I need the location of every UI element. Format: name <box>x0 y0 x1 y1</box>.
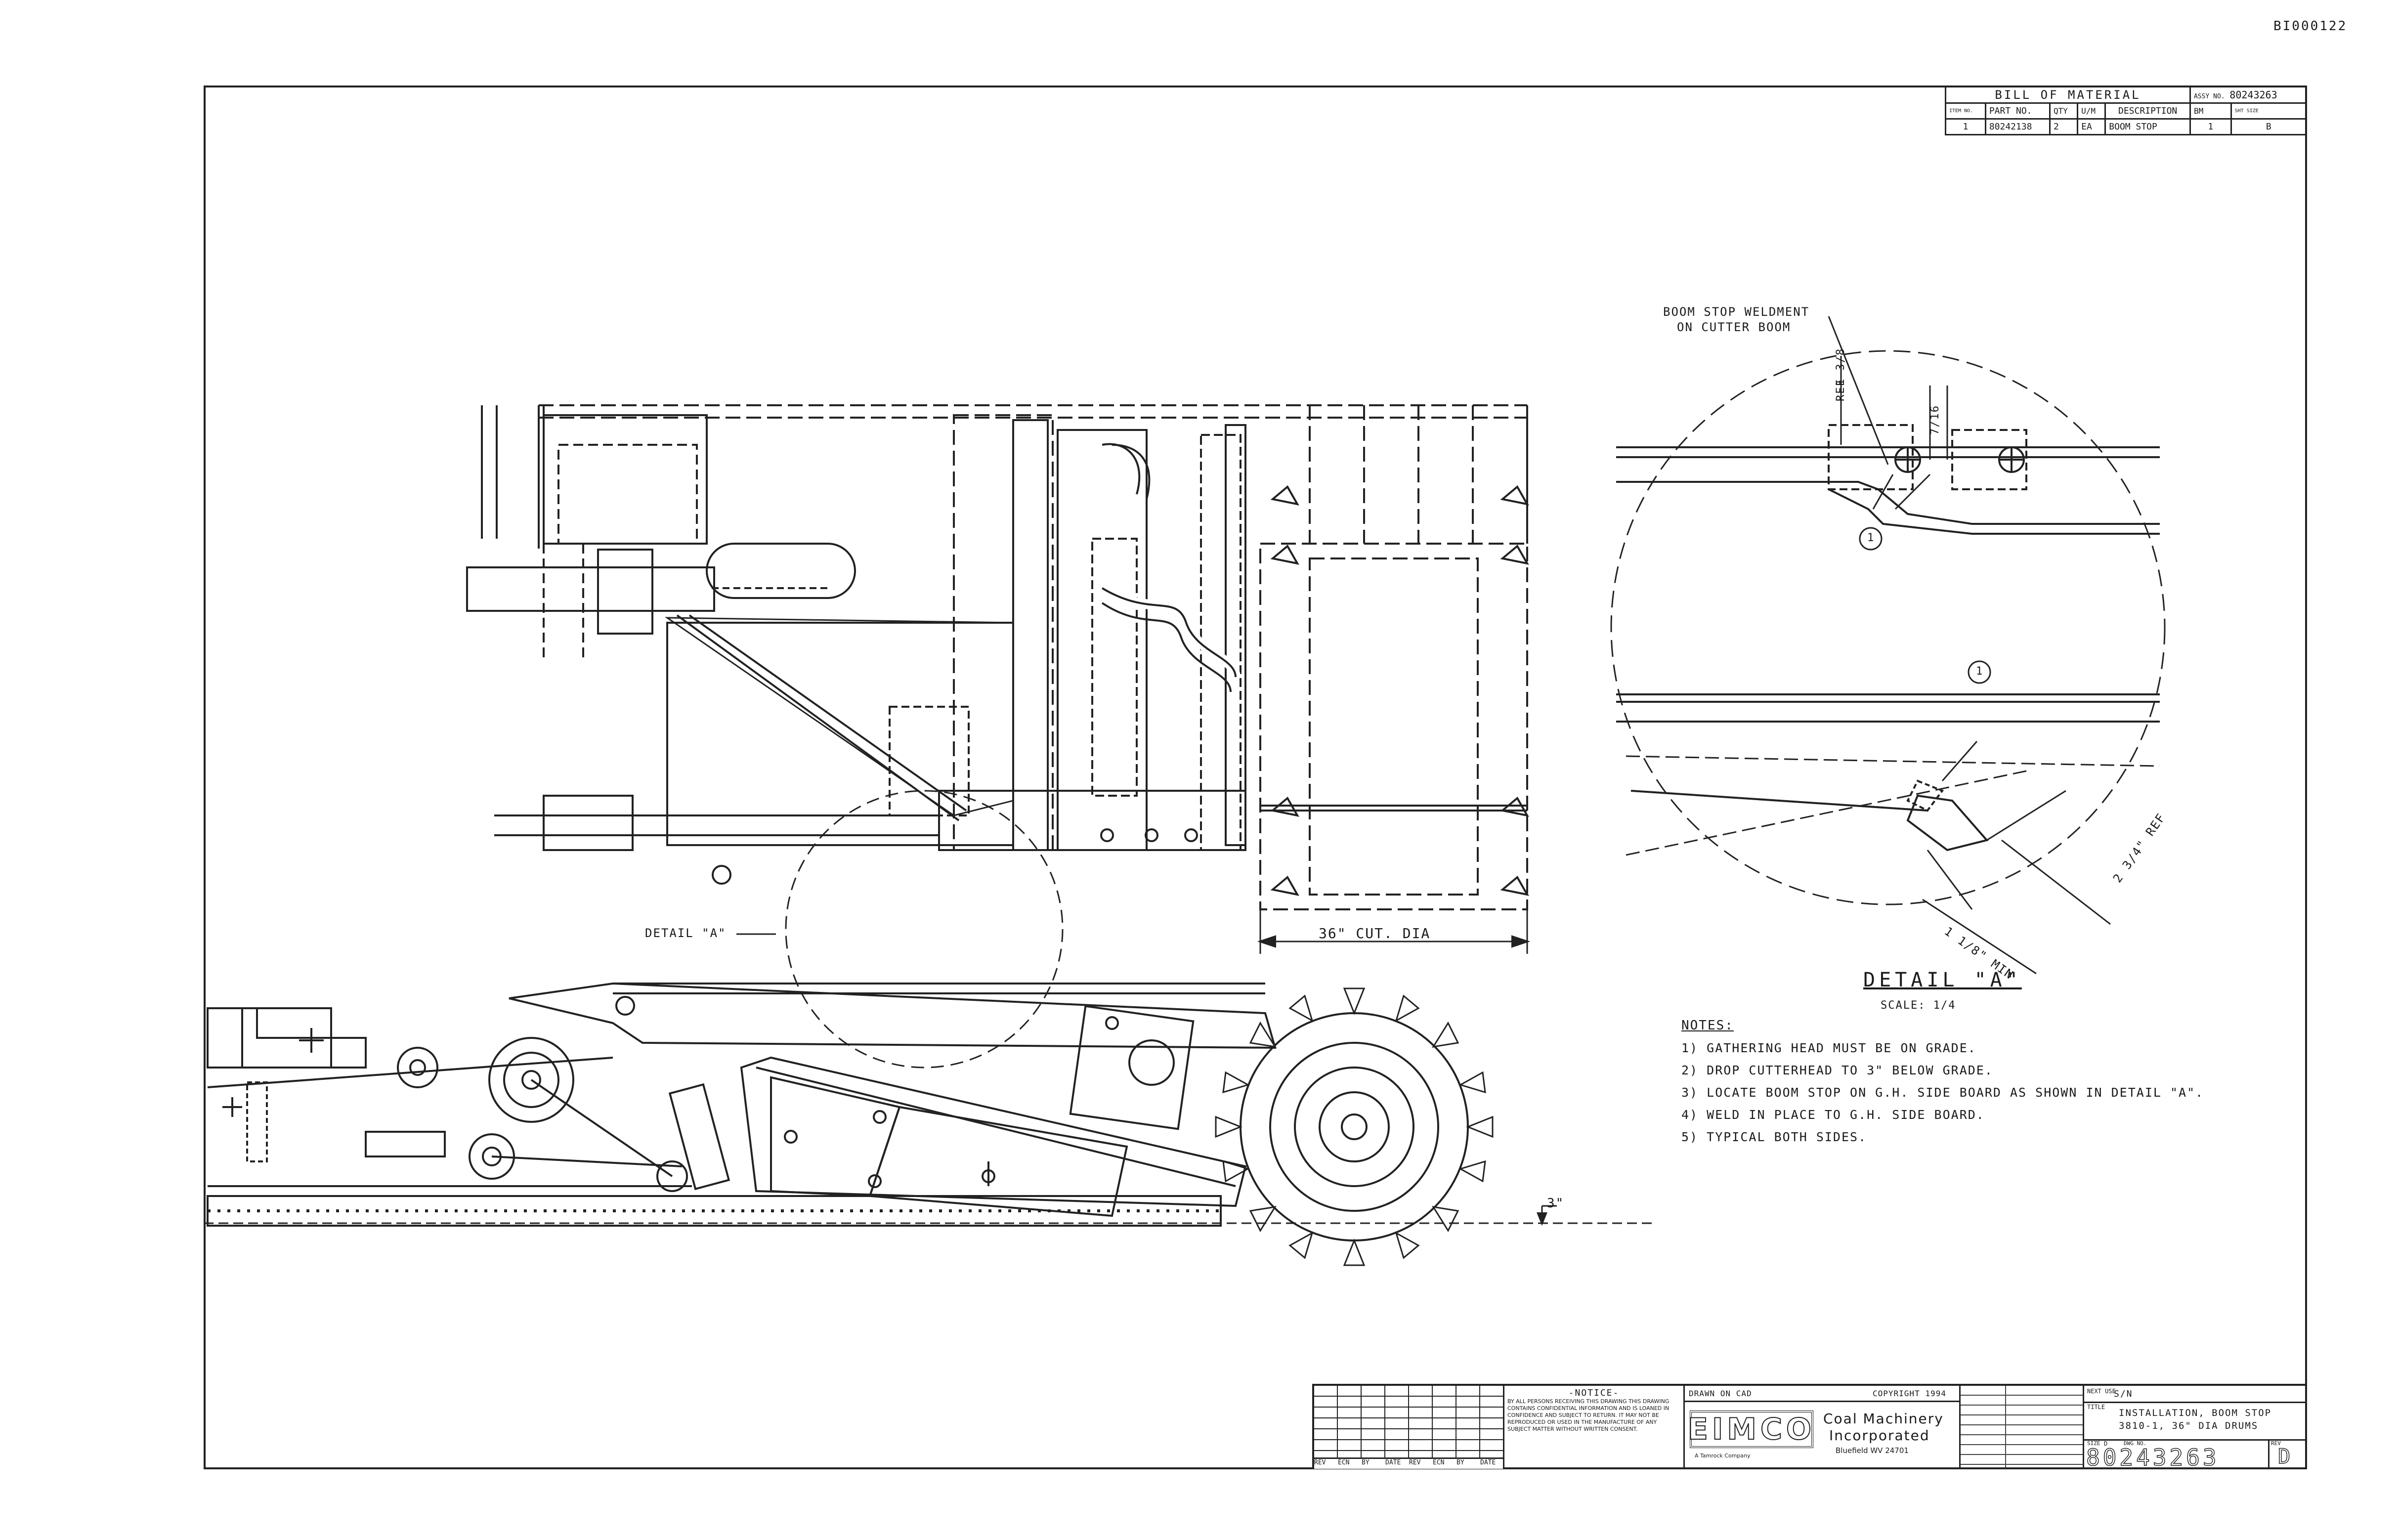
bom-header-bm: BM <box>2189 102 2232 120</box>
bom-cell-um: EA <box>2077 118 2106 135</box>
dim-ref: REF <box>1835 379 1847 401</box>
revision-letter: D <box>2277 1444 2292 1469</box>
side-view <box>204 982 1656 1266</box>
bom-header-description: DESCRIPTION <box>2104 102 2191 120</box>
rev-footer-ecn-2: ECN <box>1433 1459 1445 1466</box>
bom-cell-part: 80242138 <box>1984 118 2051 135</box>
eimco-logo: EIMCO <box>1687 1411 1813 1448</box>
notice-title: -NOTICE- <box>1568 1388 1620 1398</box>
plan-view <box>466 404 1531 1069</box>
logo-subtext: A Tamrock Company <box>1695 1453 1751 1459</box>
drawing-number: 80243263 <box>2086 1444 2220 1471</box>
weldment-label-line1: BOOM STOP WELDMENT <box>1663 305 1810 319</box>
bom-cell-item: 1 <box>1945 118 1986 135</box>
dim-7-16: 7/16 <box>1929 405 1941 435</box>
bom-title: BILL OF MATERIAL <box>1944 86 2191 104</box>
rev-footer-by-2: BY <box>1456 1459 1464 1466</box>
cut-diameter-label: 36" CUT. DIA <box>1319 925 1431 941</box>
bom-cell-bm: 1 <box>2189 118 2232 135</box>
rev-footer-rev: REV <box>1314 1459 1326 1466</box>
rev-footer-date-2: DATE <box>1480 1459 1496 1466</box>
note-4: 4) WELD IN PLACE TO G.H. SIDE BOARD. <box>1681 1108 1985 1122</box>
rev-footer-rev-2: REV <box>1409 1459 1421 1466</box>
bom-cell-qty: 2 <box>2049 118 2079 135</box>
drawing-frame <box>204 86 2307 1469</box>
bom-header-um: U/M <box>2077 102 2106 120</box>
rev-footer-date: DATE <box>1385 1459 1401 1466</box>
table-row: 1 80242138 2 EA BOOM STOP 1 B <box>1945 118 2308 135</box>
size-label: SIZE <box>2087 1440 2100 1447</box>
rev-label: REV <box>2271 1440 2281 1447</box>
grade-drop-label: 3" <box>1547 1196 1565 1211</box>
note-2: 2) DROP CUTTERHEAD TO 3" BELOW GRADE. <box>1681 1063 1993 1077</box>
note-5: 5) TYPICAL BOTH SIDES. <box>1681 1130 1867 1144</box>
bom-header-part: PART NO. <box>1984 102 2051 120</box>
detail-a-title: DETAIL "A" <box>1863 969 2022 991</box>
bom-number-label: ASSY NO. <box>2194 92 2225 100</box>
revision-grid <box>1314 1386 1504 1467</box>
bom-header-item: ITEM NO. <box>1945 102 1986 120</box>
document-id: BI000122 <box>2273 19 2348 34</box>
bom-cell-description: BOOM STOP <box>2104 118 2191 135</box>
bom-number: 80243263 <box>2229 88 2277 101</box>
company-line1: Coal Machinery <box>1823 1411 1944 1427</box>
title-block: REV ECN BY DATE REV ECN BY DATE -NOTICE-… <box>1312 1384 2307 1471</box>
note-1: 1) GATHERING HEAD MUST BE ON GRADE. <box>1681 1041 1976 1055</box>
revision-footer: REV ECN BY DATE REV ECN BY DATE <box>1314 1457 1503 1469</box>
detail-a-view <box>1610 316 2166 975</box>
detail-pointer-label: DETAIL "A" <box>645 926 727 940</box>
drawing-title-line1: INSTALLATION, BOOM STOP <box>2119 1408 2272 1418</box>
weldment-label-line2: ON CUTTER BOOM <box>1677 320 1791 334</box>
item-balloon-upper: 1 <box>1867 532 1875 544</box>
company-line3: Bluefield WV 24701 <box>1836 1446 1909 1455</box>
company-box: DRAWN ON CAD COPYRIGHT 1994 EIMCO A Tamr… <box>1685 1386 1961 1467</box>
detail-a-scale: SCALE: 1/4 <box>1881 999 1956 1012</box>
bom-header-size: SHT SIZE <box>2230 102 2308 120</box>
drawn-on-cad: DRAWN ON CAD <box>1689 1389 1752 1398</box>
approvals-grid <box>1961 1386 2084 1467</box>
rev-footer-by: BY <box>1362 1459 1370 1466</box>
item-balloon-lower: 1 <box>1976 665 1984 678</box>
dwg-no-label: DWG NO. <box>2124 1440 2147 1447</box>
drawing-title-line2: 3810-1, 36" DIA DRUMS <box>2119 1420 2259 1431</box>
title-area: NEXT USE S/N TITLE INSTALLATION, BOOM ST… <box>2084 1386 2305 1471</box>
notice-text: BY ALL PERSONS RECEIVING THIS DRAWING TH… <box>1507 1398 1670 1432</box>
company-line2: Incorporated <box>1829 1427 1930 1444</box>
copyright: COPYRIGHT 1994 <box>1873 1389 1946 1398</box>
title-label: TITLE <box>2087 1404 2105 1411</box>
notes-heading: NOTES: <box>1681 1018 1734 1033</box>
note-3: 3) LOCATE BOOM STOP ON G.H. SIDE BOARD A… <box>1681 1085 2204 1100</box>
serial-number-label: S/N <box>2114 1389 2133 1399</box>
rev-footer-ecn: ECN <box>1338 1459 1350 1466</box>
bom-cell-size: B <box>2230 118 2308 135</box>
bom-header-qty: QTY <box>2049 102 2079 120</box>
next-use-label: NEXT USE <box>2087 1388 2116 1395</box>
sheet-size: D <box>2104 1440 2108 1447</box>
notice-box: -NOTICE- BY ALL PERSONS RECEIVING THIS D… <box>1504 1386 1685 1467</box>
notes-block: NOTES: 1) GATHERING HEAD MUST BE ON GRAD… <box>1681 1018 2204 1144</box>
